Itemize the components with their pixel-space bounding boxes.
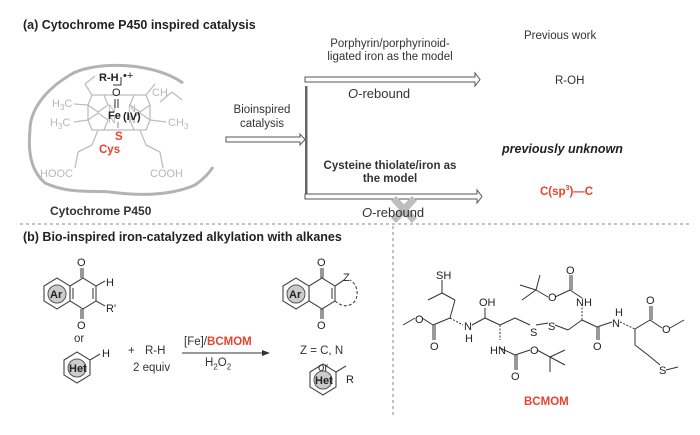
upper-o-rebound: O-rebound — [348, 86, 411, 101]
bioinspired-arrow — [225, 132, 306, 147]
svg-text:(IV): (IV) — [123, 111, 141, 123]
svg-text:N: N — [612, 318, 620, 330]
product-heteroarene — [309, 363, 347, 396]
svg-text:R': R' — [106, 303, 116, 315]
substrate-rh: R-H — [99, 72, 119, 84]
reactant-heteroarene — [63, 351, 101, 384]
acid-label-2: COOH — [150, 168, 183, 180]
het-ring-ball — [67, 358, 87, 378]
svg-text:S: S — [548, 321, 555, 333]
product-naphthoquinone — [282, 268, 358, 319]
acid-label-1: HOOC — [40, 168, 73, 180]
iron-label: Fe — [108, 110, 121, 122]
svg-text:O: O — [548, 292, 557, 304]
plus-sign: + — [128, 345, 135, 357]
svg-text:O: O — [646, 295, 655, 307]
porphyrin-ring — [73, 75, 183, 169]
or-label-reactants: or — [74, 333, 85, 345]
svg-text:NH: NH — [576, 297, 592, 309]
svg-text:O: O — [430, 341, 439, 353]
catalyst-label: [Fe]/BCMOM — [184, 336, 252, 348]
svg-text:H: H — [615, 307, 623, 319]
het-ring-ball-product — [313, 370, 333, 390]
svg-text:Z: Z — [343, 272, 350, 284]
svg-text:H: H — [465, 333, 473, 345]
oxidant-label: H2O2 — [205, 357, 232, 372]
svg-text:H: H — [106, 277, 114, 289]
svg-text:H: H — [102, 348, 110, 360]
panel-b-title: (b) Bio-inspired iron-catalyzed alkylati… — [23, 230, 342, 244]
lower-o-rebound: O-rebound — [362, 205, 425, 220]
svg-text:O: O — [415, 314, 424, 326]
svg-text:O: O — [662, 324, 671, 336]
ar-ring-ball-product — [286, 284, 306, 304]
lower-branch-label: Cysteine thiolate/iron as the model — [323, 160, 457, 185]
bioinspired-label: Bioinspired catalysis — [233, 104, 291, 130]
svg-text:S: S — [659, 365, 666, 377]
svg-text:O: O — [530, 345, 539, 357]
svg-text:•+: •+ — [123, 70, 133, 82]
previously-unknown-header: previously unknown — [502, 142, 623, 156]
svg-text:O: O — [317, 320, 326, 332]
enzyme-label: Cytochrome P450 — [50, 204, 152, 218]
methyl-label-2: H3C — [50, 117, 70, 131]
svg-text:O: O — [77, 257, 86, 269]
svg-text:SH: SH — [436, 270, 451, 282]
svg-text:N: N — [128, 103, 136, 115]
nitrogen-label: N — [108, 103, 116, 115]
ar-label: Ar — [50, 289, 63, 301]
oxo-label: O — [112, 87, 121, 99]
svg-text:R: R — [346, 374, 354, 386]
svg-text:N: N — [108, 114, 116, 126]
vinyl-label: CH — [152, 87, 168, 99]
z-definition: Z = C, N — [300, 345, 344, 357]
svg-text:Het: Het — [315, 375, 333, 387]
svg-text:HN: HN — [490, 345, 506, 357]
bcmom-atom-labels: SH O O N H OH HN O O S S O O NH O H N O … — [415, 265, 671, 383]
or-label-products: or — [318, 362, 329, 374]
svg-text:OH: OH — [479, 297, 496, 309]
methyl-label-1: H3C — [52, 98, 72, 112]
lower-reaction-arrow — [304, 188, 483, 205]
branch-bar — [305, 86, 308, 199]
svg-text:O: O — [593, 341, 602, 353]
protein-outline — [27, 63, 215, 196]
svg-text:Ar: Ar — [289, 289, 302, 301]
reactant-naphthoquinone — [43, 268, 106, 319]
upper-branch-label: Porphyrin/porphyrinoid- ligated iron as … — [327, 38, 453, 63]
methyl-label-3: CH3 — [168, 117, 189, 131]
svg-text:N: N — [464, 321, 472, 333]
svg-text:O: O — [77, 320, 86, 332]
blocked-cross-icon — [391, 196, 417, 223]
panel-a-title: (a) Cytochrome P450 inspired catalysis — [23, 18, 256, 32]
upper-product: R-OH — [555, 75, 585, 87]
reagent-equiv: 2 equiv — [133, 362, 171, 374]
ar-ring-ball — [47, 284, 67, 304]
svg-text:Het: Het — [69, 363, 87, 375]
cys-label: Cys — [99, 144, 120, 156]
reagent-rh: R-H — [145, 345, 166, 357]
svg-text:O: O — [511, 371, 520, 383]
bcmom-structure — [402, 274, 685, 372]
svg-text:O: O — [566, 265, 575, 277]
svg-text:S: S — [530, 327, 537, 339]
sulfur-label: S — [115, 131, 123, 143]
previous-work-header: Previous work — [524, 30, 597, 42]
svg-text:N: N — [128, 114, 136, 126]
csp3-c-product: C(sp3)—C — [540, 185, 594, 198]
bcmom-label: BCMOM — [524, 396, 569, 408]
upper-reaction-arrow — [304, 71, 481, 88]
svg-text:O: O — [317, 257, 326, 269]
